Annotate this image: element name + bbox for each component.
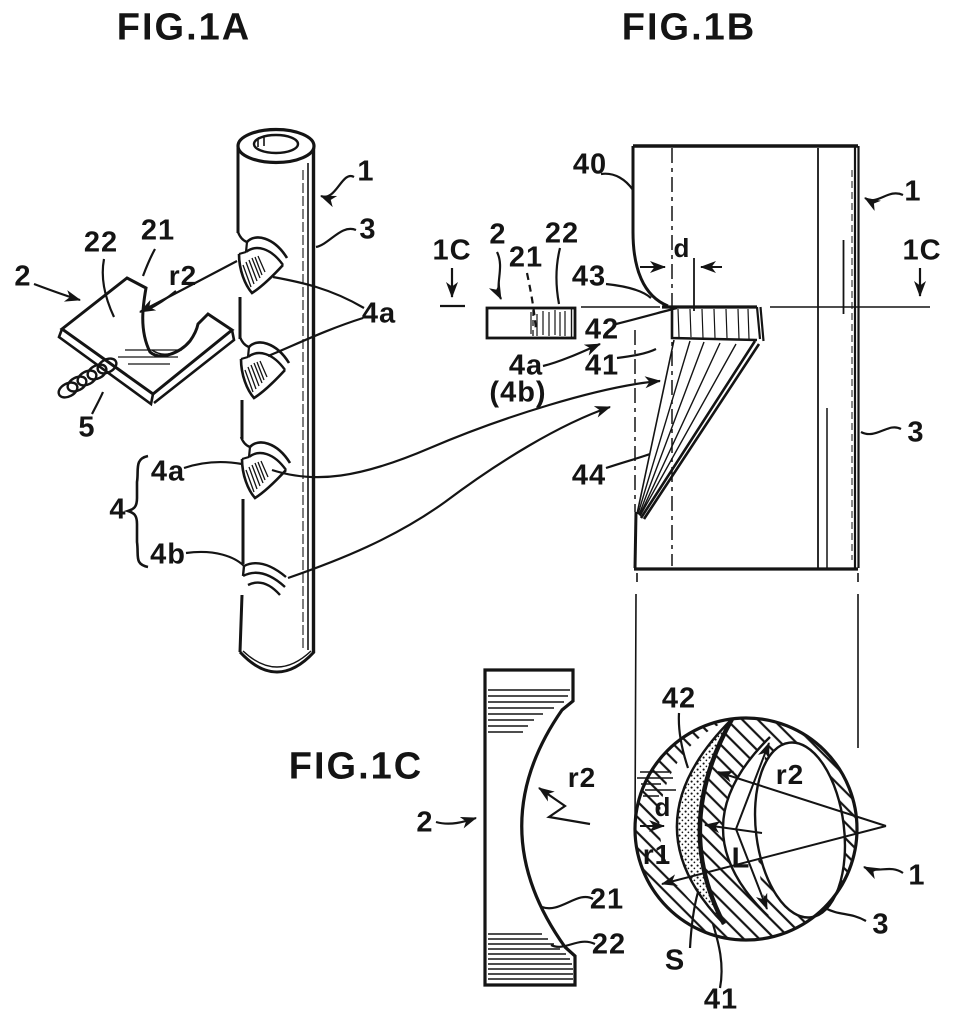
fig1c-label-42: 42 [661,682,697,715]
shallow-notch-4b [241,562,287,596]
fig1b-leaders [488,172,904,470]
fig1a-label-1: 1 [357,155,375,188]
clip-hatching [488,689,573,980]
fig1c-clip-leaders [435,787,596,948]
fig1a-clip [57,276,236,407]
fig1b-label-40: 40 [572,148,608,181]
fig1c-label-r1: r1 [642,839,672,870]
fig1c-dimensions [640,742,887,910]
fig1a-label-21: 21 [140,214,176,247]
fig1c-label-S: S [664,944,686,977]
fig1b-title: FIG.1B [621,6,757,49]
fig1b-label-2: 2 [489,218,507,251]
fig1c-clip-side [435,668,596,987]
fig1b-label-1: 1 [904,175,922,208]
fig1b-label-3: 3 [907,416,925,449]
fig1b-label-41: 41 [584,349,620,382]
fig1b-label-21: 21 [508,241,544,274]
fig1b-label-43: 43 [571,260,607,293]
fig1c-title: FIG.1C [288,745,424,788]
fig1a-label-2: 2 [14,260,32,293]
fig1c-label-22: 22 [591,928,627,961]
fig1c-label-3: 3 [872,908,890,941]
fig1c-cross-section [633,712,904,989]
fig1a-label-4a-upper: 4a [361,297,397,330]
fig1c-label-d: d [654,792,672,822]
sweep-4a-to-fig1b [271,376,661,479]
notch-tab [662,305,765,342]
projection-lines [634,573,859,829]
fig1a-tube [236,127,316,674]
fig1c-label-r2-side: r2 [567,762,597,793]
fig1c-label-L: L [731,842,751,875]
fig1a-label-4b: 4b [150,538,186,571]
fig1c-label-21: 21 [589,883,625,916]
fig1a-label-r2: r2 [168,260,198,291]
fig1b-label-d: d [673,233,691,263]
sweep-4b-to-fig1b [287,405,611,580]
fig1b-section-mark-right: 1C [902,234,942,267]
fig1a-label-5: 5 [78,411,96,444]
fig1a-label-4: 4 [109,493,127,526]
fig1b-section-mark-left: 1C [432,234,472,267]
fig1b-label-4a: 4a [508,349,544,382]
fig1c-circle-leaders [677,712,904,989]
fig1b-section [440,144,930,571]
fig1a-title: FIG.1A [116,6,252,49]
seat-surface-stipple [676,719,732,924]
fig1b-clip-section [485,306,577,340]
fig1a-label-22: 22 [83,226,119,259]
fig1a-leaders [33,174,661,580]
fig1a-label-3: 3 [359,213,377,246]
fig1c-label-2: 2 [416,806,434,839]
fig1b-label-4b-paren: (4b) [489,376,547,409]
fig1c-label-41: 41 [703,983,739,1016]
brace-4 [123,454,149,569]
spring [57,357,118,399]
fig1b-label-22: 22 [544,217,580,250]
fig1b-label-44: 44 [571,459,607,492]
fig1c-label-1: 1 [908,859,926,892]
cone-surface-44 [633,339,761,569]
fig1a-label-4a-lower: 4a [150,455,186,488]
fig1c-label-r2: r2 [775,759,805,790]
fig1b-label-42: 42 [584,313,620,346]
